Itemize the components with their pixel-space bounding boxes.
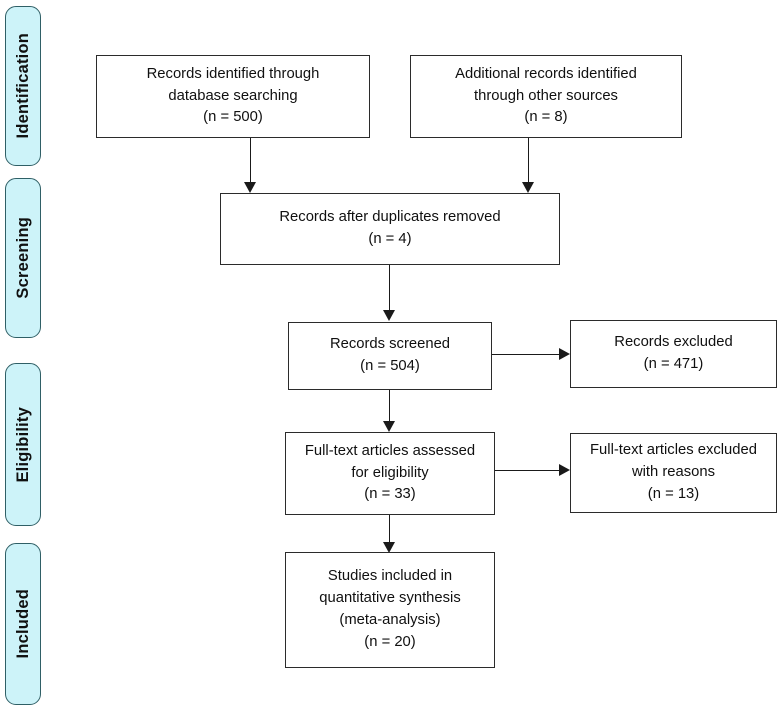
connector-screened-to-excluded: [492, 354, 560, 355]
box-line: (n = 504): [360, 358, 420, 374]
box-line: Studies included in: [327, 568, 453, 585]
box-line: Records after duplicates removed: [279, 209, 501, 226]
connector-screened-to-fulltext: [389, 390, 390, 422]
phase-label-included-text: Included: [13, 589, 32, 659]
box-line: database searching: [168, 87, 298, 104]
phase-label-identification: Identification: [5, 6, 41, 166]
arrowhead-screened-to-excluded: [559, 348, 570, 360]
box-line: Records identified through: [146, 65, 320, 82]
box-line: for eligibility: [351, 464, 429, 481]
box-line: Records screened: [329, 336, 451, 353]
box-line: Full-text articles excluded: [590, 442, 757, 459]
box-line: (n = 4): [368, 231, 412, 247]
connector-fulltext-to-excluded: [495, 470, 560, 471]
box-records-after-duplicates-removed: Records after duplicates removed (n = 4): [220, 193, 560, 265]
connector-database-to-duplicates: [250, 138, 251, 183]
arrowhead-database-to-duplicates: [243, 182, 256, 193]
box-line: (n = 500): [203, 109, 263, 126]
box-line: (meta-analysis): [339, 612, 441, 628]
phase-label-eligibility-text: Eligibility: [13, 406, 32, 483]
box-line: (n = 33): [364, 486, 416, 503]
box-line: quantitative synthesis: [319, 590, 461, 607]
box-records-screened: Records screened (n = 504): [288, 322, 492, 390]
phase-label-eligibility: Eligibility: [5, 363, 41, 526]
phase-label-identification-text: Identification: [13, 33, 32, 139]
box-line: (n = 13): [647, 485, 700, 502]
box-fulltext-excluded: Full-text articles excluded with reasons…: [570, 433, 777, 513]
arrowhead-other-sources-to-duplicates: [521, 182, 534, 193]
arrowhead-duplicates-to-screened: [382, 310, 395, 321]
box-fulltext-assessed: Full-text articles assessed for eligibil…: [285, 432, 495, 515]
box-records-excluded: Records excluded (n = 471): [570, 320, 777, 388]
box-line: (n = 20): [364, 633, 416, 650]
box-line: with reasons: [631, 464, 716, 481]
arrowhead-screened-to-fulltext: [382, 421, 395, 432]
box-studies-included: Studies included in quantitative synthes…: [285, 552, 495, 668]
box-line: through other sources: [474, 87, 618, 104]
box-line: Records excluded: [614, 334, 733, 351]
arrowhead-fulltext-to-included: [382, 542, 395, 553]
box-line: (n = 8): [524, 109, 568, 126]
box-line: (n = 471): [643, 356, 704, 372]
box-line: Additional records identified: [455, 65, 637, 82]
phase-label-screening-text: Screening: [13, 217, 32, 299]
connector-fulltext-to-included: [389, 515, 390, 543]
connector-other-sources-to-duplicates: [528, 138, 529, 183]
box-line: Full-text articles assessed: [304, 442, 476, 459]
connector-duplicates-to-screened: [389, 265, 390, 311]
box-records-identified-database: Records identified through database sear…: [96, 55, 370, 138]
phase-label-screening: Screening: [5, 178, 41, 338]
arrowhead-fulltext-to-excluded: [559, 464, 570, 476]
box-additional-records-other-sources: Additional records identified through ot…: [410, 55, 682, 138]
phase-label-included: Included: [5, 543, 41, 705]
